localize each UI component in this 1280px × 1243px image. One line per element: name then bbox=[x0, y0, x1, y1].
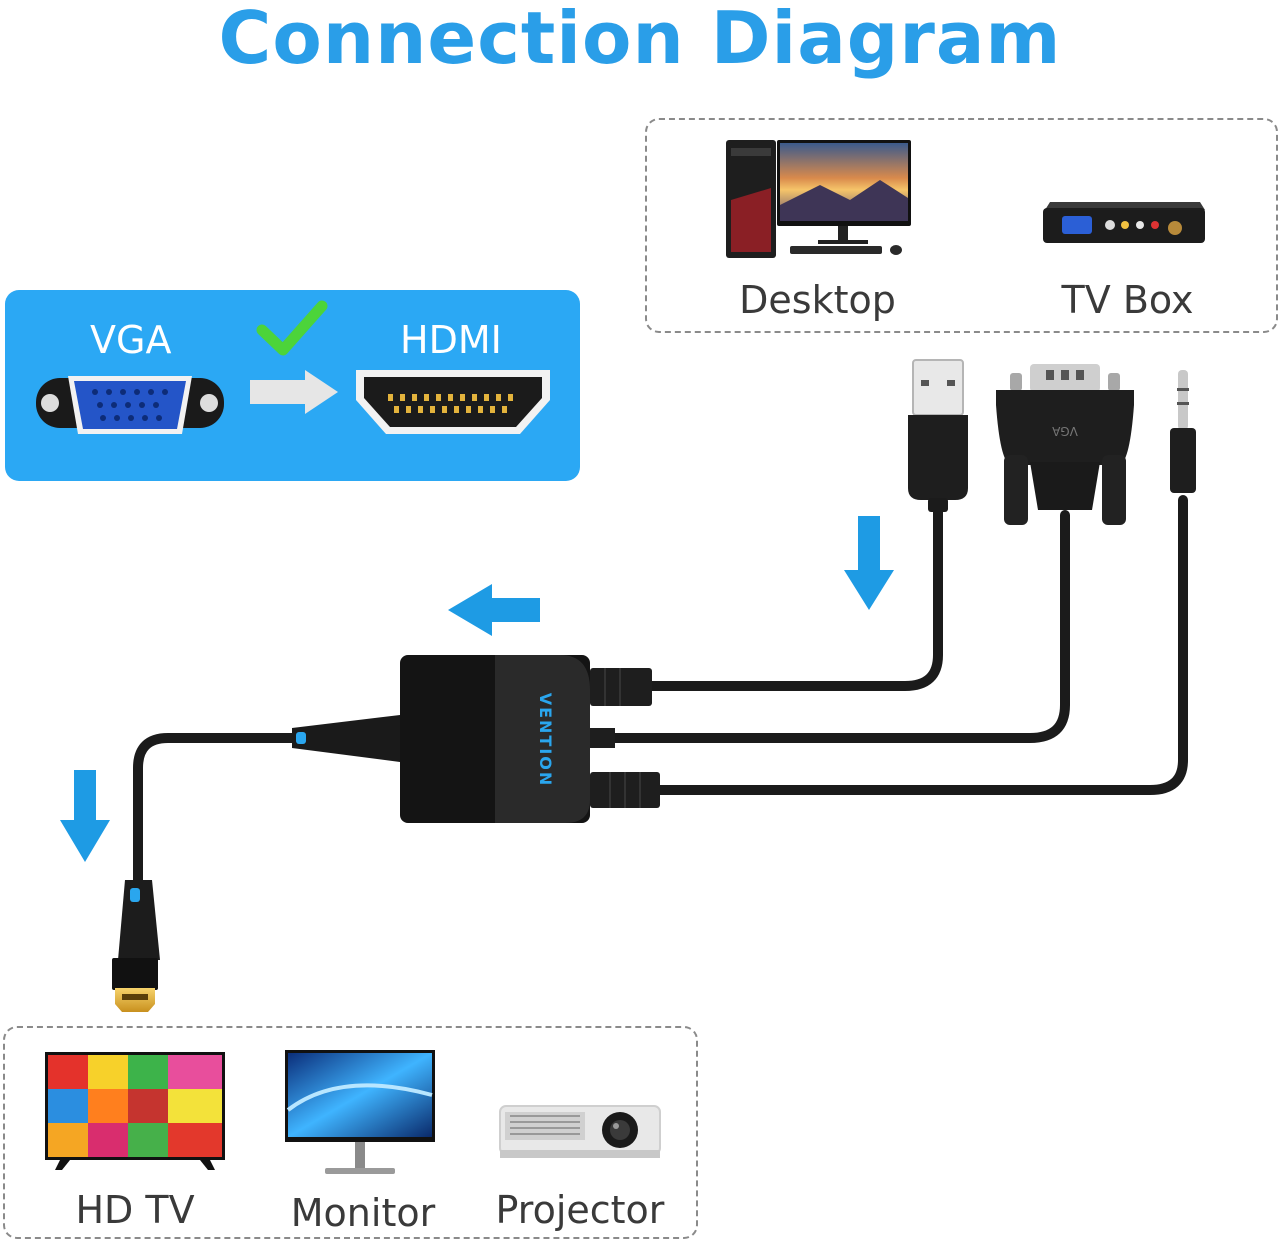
arrow-left-icon bbox=[448, 584, 540, 636]
cables bbox=[133, 495, 1188, 885]
vga-plug-text: VGA bbox=[1051, 424, 1078, 438]
tv-box-icon bbox=[1043, 202, 1205, 243]
adapter-box-icon: VENTION bbox=[292, 655, 660, 823]
hdmi-plug-icon bbox=[112, 880, 160, 1012]
desktop-label: Desktop bbox=[739, 278, 896, 322]
check-icon bbox=[256, 300, 328, 356]
arrow-right-icon bbox=[250, 370, 338, 414]
monitor-icon bbox=[285, 1050, 435, 1174]
arrow-down-icon bbox=[844, 516, 894, 610]
monitor-label: Monitor bbox=[290, 1191, 436, 1235]
hd-tv-label: HD TV bbox=[75, 1188, 195, 1232]
hdmi-label: HDMI bbox=[400, 318, 502, 362]
arrow-down-icon bbox=[60, 770, 110, 862]
usb-plug-icon bbox=[908, 359, 968, 512]
vga-label: VGA bbox=[90, 318, 172, 362]
audio-jack-icon bbox=[1170, 370, 1196, 493]
direction-arrows bbox=[60, 516, 894, 862]
vga-plug-icon: VGA bbox=[996, 364, 1134, 525]
vga-port-icon bbox=[36, 376, 224, 434]
tv-box-label: TV Box bbox=[1061, 278, 1194, 322]
projector-label: Projector bbox=[495, 1188, 665, 1232]
projector-icon bbox=[499, 1105, 661, 1158]
page-title: Connection Diagram bbox=[218, 0, 1062, 80]
adapter-brand: VENTION bbox=[536, 693, 555, 788]
desktop-computer-icon bbox=[726, 140, 911, 258]
output-devices-box bbox=[3, 1026, 698, 1239]
input-devices-box bbox=[645, 118, 1278, 333]
hd-tv-icon bbox=[45, 1052, 225, 1170]
hdmi-port-icon bbox=[356, 370, 550, 434]
